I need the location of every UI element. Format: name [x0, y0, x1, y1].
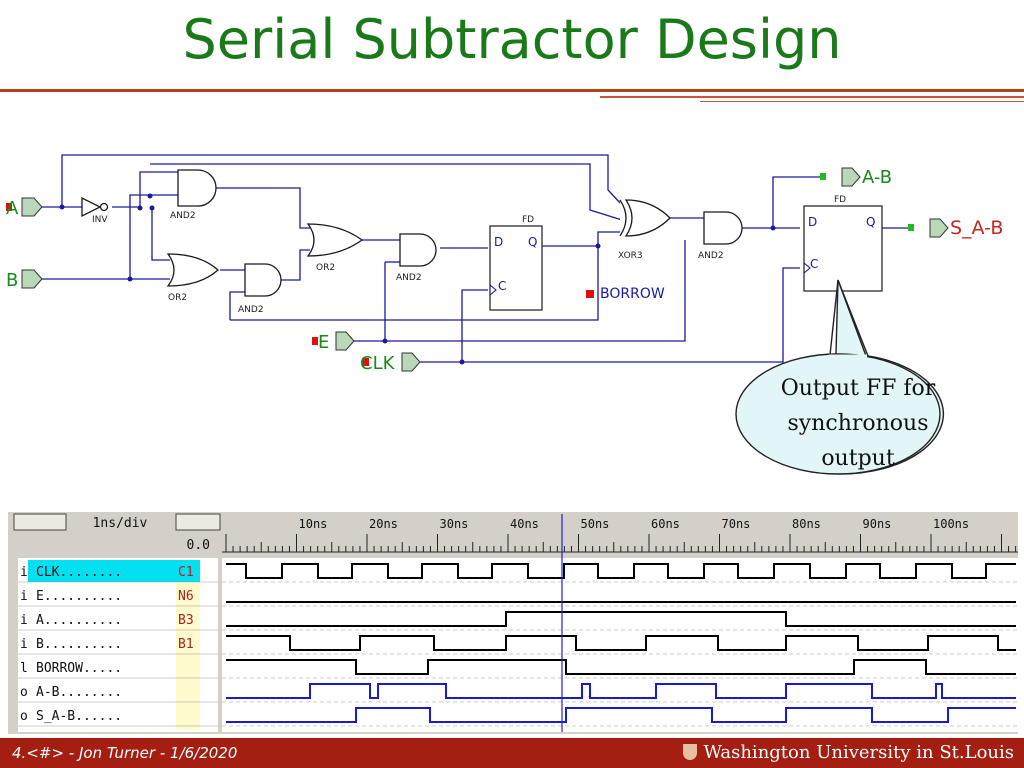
ff1-pin-c: C [498, 279, 506, 293]
signal-name[interactable]: CLK........ [36, 565, 122, 580]
signal-name[interactable]: A-B........ [36, 685, 122, 700]
footer-left-text: 4.<#> - Jon Turner - 1/6/2020 [12, 744, 238, 762]
footer-right-text: Washington University in St.Louis [703, 742, 1014, 763]
signal-name[interactable]: BORROW..... [36, 661, 122, 676]
cursor-value: 0.0 [187, 538, 210, 553]
gate-inv-label: INV [92, 215, 108, 225]
signal-direction: i [20, 589, 28, 604]
title-rule [0, 89, 1024, 92]
signal-pin: B1 [178, 637, 194, 652]
signal-name[interactable]: E.......... [36, 589, 122, 604]
time-tick-label: 50ns [581, 517, 610, 531]
signal-pin: B3 [178, 613, 194, 628]
signal-pin: C1 [178, 565, 194, 580]
time-tick-label: 10ns [299, 517, 328, 531]
signal-traces [222, 563, 1018, 727]
zoom-in-button[interactable] [175, 513, 221, 531]
time-tick-label: 90ns [863, 517, 892, 531]
gates [81, 169, 743, 297]
gate-and2-label-1: AND2 [170, 211, 196, 221]
signal-trace [226, 683, 1016, 699]
gate-and2-label-3: AND2 [396, 273, 422, 283]
ports [21, 167, 949, 372]
signal-direction: o [20, 709, 28, 724]
time-tick-label: 30ns [440, 517, 469, 531]
signal-name[interactable]: S_A-B...... [36, 709, 122, 724]
time-tick-label: 20ns [369, 517, 398, 531]
time-tick-label: 80ns [792, 517, 821, 531]
signal-direction: i [20, 565, 28, 580]
university-shield-icon [683, 744, 698, 760]
signal-direction: o [20, 685, 28, 700]
signal-trace [226, 563, 1016, 579]
footer-bar: 4.<#> - Jon Turner - 1/6/2020 Washington… [0, 738, 1024, 768]
callout-line-3: output [821, 446, 895, 471]
signal-trace [226, 611, 1016, 627]
footer-right: Washington University in St.Louis [683, 742, 1014, 763]
ff2-pin-d: D [808, 215, 817, 229]
junctions [59, 193, 776, 365]
signal-direction: i [20, 613, 28, 628]
time-tick-label: 70ns [722, 517, 751, 531]
input-e-label: E [318, 332, 329, 353]
port-markers [6, 203, 594, 366]
signal-trace [226, 707, 1016, 723]
callout-line-1: Output FF for [781, 376, 936, 401]
ff2-pin-q: Q [866, 215, 875, 229]
output-amb-label: A-B [862, 167, 892, 188]
signal-pin: N6 [178, 589, 194, 604]
title-rule-accent-thin [700, 101, 1024, 102]
input-b-label: B [6, 270, 18, 291]
gate-or2-label-1: OR2 [168, 293, 187, 303]
gate-or2-label-2: OR2 [316, 263, 335, 273]
ff1-pin-q: Q [528, 235, 537, 249]
flip-flop-output [803, 205, 883, 292]
time-tick-label: 40ns [510, 517, 539, 531]
waveform-viewer: 1ns/div 0.0 10ns 20ns 30ns 40ns 50ns 60ns 70ns… [8, 512, 1018, 734]
zoom-out-button[interactable] [13, 513, 67, 531]
output-samb-label: S_A-B [950, 217, 1003, 239]
gate-and2-label-4: AND2 [698, 251, 724, 261]
signal-trace [226, 659, 1016, 675]
signal-name[interactable]: B.......... [36, 637, 122, 652]
input-a-label: A [6, 198, 19, 219]
wires [42, 154, 912, 363]
slide-title: Serial Subtractor Design [182, 8, 842, 71]
title-rule-accent [600, 96, 1024, 98]
time-tick-label: 60ns [651, 517, 680, 531]
signal-trace [226, 635, 1016, 651]
ff2-pin-c: C [810, 257, 818, 271]
ff1-pin-d: D [494, 235, 503, 249]
signal-direction: i [20, 637, 28, 652]
time-ruler: 10ns 20ns 30ns 40ns 50ns 60ns 70ns 80ns 90ns 100n… [222, 517, 1018, 553]
borrow-net-label: BORROW [600, 286, 665, 302]
port-markers-out [820, 173, 914, 231]
ff-label-2: FD [834, 195, 846, 205]
gate-and2-label-2: AND2 [238, 305, 264, 315]
callout-line-2: synchronous [787, 411, 928, 436]
gate-xor3-label: XOR3 [618, 251, 643, 261]
ff-label-1: FD [522, 215, 534, 225]
scale-label: 1ns/div [93, 516, 148, 531]
flip-flop-borrow [489, 225, 543, 311]
signal-direction: l [20, 661, 28, 676]
signal-name[interactable]: A.......... [36, 613, 122, 628]
input-clk-label: CLK [360, 353, 396, 374]
time-tick-label: 100ns [933, 517, 969, 531]
